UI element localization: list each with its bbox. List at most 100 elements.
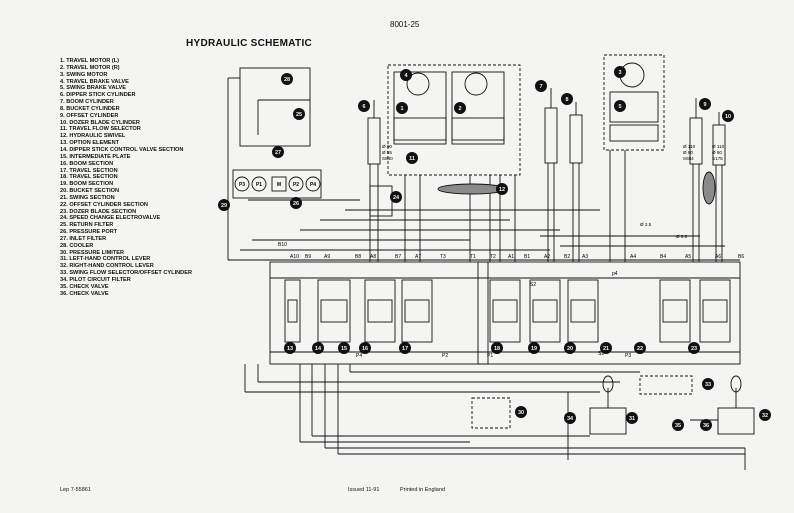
callout-bubble bbox=[491, 342, 503, 354]
valve-spool bbox=[662, 299, 688, 323]
valve-spool bbox=[570, 299, 596, 323]
callout-bubble bbox=[700, 419, 712, 431]
callout-number: 27 bbox=[275, 150, 281, 156]
valve-spool bbox=[320, 299, 348, 323]
port-label: A10 bbox=[290, 254, 299, 260]
port-label: B1 bbox=[524, 254, 530, 260]
legend-item: 8. BUCKET CYLINDER bbox=[60, 105, 120, 112]
callout-bubble bbox=[722, 110, 734, 122]
callout-number: 5 bbox=[618, 104, 621, 110]
callout-bubble bbox=[284, 342, 296, 354]
legend-item: 28. COOLER bbox=[60, 242, 94, 249]
callout-number: 8 bbox=[565, 97, 568, 103]
legend-item: 20. BUCKET SECTION bbox=[60, 188, 120, 195]
port-label: B4 bbox=[660, 254, 666, 260]
left-control-lever-body bbox=[589, 407, 627, 435]
legend-item: 12. HYDRAULIC SWIVEL bbox=[60, 133, 126, 140]
port-label: B10 bbox=[278, 242, 287, 248]
issue-date: Issued 11-91 bbox=[348, 487, 380, 493]
pump-symbol bbox=[305, 176, 321, 192]
legend-item: 13. OPTION ELEMENT bbox=[60, 140, 120, 147]
orifice-label: Ø 5.5 bbox=[676, 234, 688, 239]
callout-number: 23 bbox=[691, 346, 697, 352]
hydraulic-swivel-centre bbox=[437, 183, 507, 195]
pump-label: M bbox=[277, 182, 281, 188]
orifice-label: Ø 2.5 bbox=[640, 222, 652, 227]
pump-label: P2 bbox=[293, 182, 299, 188]
callout-number: 30 bbox=[518, 410, 524, 416]
port-label: S1 bbox=[598, 351, 604, 357]
legend-item: 21. SWING SECTION bbox=[60, 194, 115, 201]
legend-item: 14. DIPPER STICK CONTROL VALVE SECTION bbox=[60, 146, 184, 153]
port-label: P2 bbox=[442, 353, 448, 359]
page-number: 8001-25 bbox=[390, 20, 420, 29]
boom-cylinder-symbol bbox=[544, 107, 558, 164]
callout-bubble bbox=[454, 102, 466, 114]
legend-item: 30. PRESSURE LIMITER bbox=[60, 249, 125, 256]
legend-item: 1. TRAVEL MOTOR (L) bbox=[60, 58, 120, 64]
legend-item: 22. OFFSET CYLINDER SECTION bbox=[60, 201, 148, 208]
port-label: A5 bbox=[685, 254, 691, 260]
port-label: T2 bbox=[490, 254, 496, 260]
travel-motor-enclosure bbox=[387, 64, 521, 176]
callout-bubble bbox=[535, 80, 547, 92]
valve-section bbox=[401, 279, 433, 343]
legend-item: 17. TRAVEL SECTION bbox=[60, 167, 118, 174]
legend-item: 24. SPEED CHANGE ELECTROVALVE bbox=[60, 215, 161, 222]
parts-legend: 1. TRAVEL MOTOR (L)2. TRAVEL MOTOR (R)3.… bbox=[60, 58, 192, 298]
travel-motor-right-symbol bbox=[464, 72, 488, 96]
legend-item: 4. TRAVEL BRAKE VALVE bbox=[60, 78, 129, 85]
legend-item: 10. DOZER BLADE CYLINDER bbox=[60, 119, 140, 126]
valve-spool bbox=[367, 299, 393, 323]
legend-item: 6. DIPPER STICK CYLINDER bbox=[60, 92, 136, 99]
port-label: B2 bbox=[564, 254, 570, 260]
legend-item: 2. TRAVEL MOTOR (R) bbox=[60, 64, 120, 71]
callout-number: 28 bbox=[284, 77, 290, 83]
callout-number: 2 bbox=[458, 106, 461, 112]
legend-item: 25. RETURN FILTER bbox=[60, 222, 114, 229]
cylinder-spec: Ø 110 bbox=[712, 144, 725, 149]
port-label: A6 bbox=[715, 254, 721, 260]
callout-bubble bbox=[528, 342, 540, 354]
callout-bubble bbox=[312, 342, 324, 354]
callout-number: 13 bbox=[287, 346, 293, 352]
travel-motor-left-symbol bbox=[406, 72, 430, 96]
valve-section bbox=[284, 279, 301, 343]
callout-bubble bbox=[272, 146, 284, 158]
legend-item: 36. CHECK VALVE bbox=[60, 290, 109, 297]
pump-label: P3 bbox=[239, 182, 245, 188]
callout-number: 11 bbox=[409, 156, 415, 162]
control-valve-manifold bbox=[269, 261, 741, 365]
pump-symbol bbox=[251, 176, 267, 192]
callout-number: 7 bbox=[539, 84, 542, 90]
callout-bubble bbox=[561, 93, 573, 105]
cylinder-spec: Ø 55 bbox=[382, 150, 392, 155]
legend-item: 26. PRESSURE PORT bbox=[60, 229, 118, 236]
pump-symbol bbox=[288, 176, 304, 192]
callout-number: 29 bbox=[221, 203, 227, 209]
port-label: B8 bbox=[355, 254, 361, 260]
valve-section bbox=[529, 279, 561, 343]
callout-bubble bbox=[399, 342, 411, 354]
port-label: A2 bbox=[544, 254, 550, 260]
legend-item: 19. BOOM SECTION bbox=[60, 181, 114, 188]
callout-bubble bbox=[400, 69, 412, 81]
legend-item: 35. CHECK VALVE bbox=[60, 283, 109, 290]
valve-spool bbox=[287, 299, 298, 323]
callout-number: 4 bbox=[404, 73, 408, 79]
legend-item: 5. SWING BRAKE VALVE bbox=[60, 85, 126, 92]
callout-bubble bbox=[702, 378, 714, 390]
callout-number: 33 bbox=[705, 382, 711, 388]
callout-number: 21 bbox=[603, 346, 609, 352]
port-label: P1 bbox=[487, 353, 493, 359]
callout-number: 25 bbox=[296, 112, 302, 118]
speed-change-electrovalve-symbol bbox=[369, 185, 393, 217]
cylinder-spec: Ø 90 bbox=[382, 144, 392, 149]
callout-bubble bbox=[672, 419, 684, 431]
port-label: A1 bbox=[508, 254, 514, 260]
callout-bubble bbox=[634, 342, 646, 354]
electric-motor-symbol bbox=[271, 176, 287, 192]
callout-number: 6 bbox=[362, 104, 365, 110]
callout-number: 12 bbox=[499, 187, 505, 193]
